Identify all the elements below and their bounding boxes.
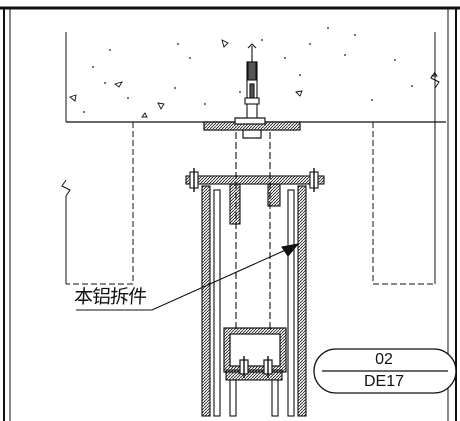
hidden-lines <box>66 122 435 285</box>
sheet-number: DE17 <box>363 373 405 390</box>
sheet-frame <box>0 6 460 421</box>
box-profile <box>223 327 287 378</box>
detail-number: 02 <box>375 351 393 368</box>
aluminum-channel <box>201 185 307 417</box>
hanger-tube <box>235 132 271 330</box>
detail-reference-bubble <box>313 348 457 394</box>
top-bracket <box>185 168 325 225</box>
anchor-bolt <box>244 43 260 123</box>
callout-leader <box>76 243 300 311</box>
base-plate <box>203 117 301 139</box>
break-marks <box>61 71 440 284</box>
callout-label: 本铝拆件 <box>73 286 147 308</box>
